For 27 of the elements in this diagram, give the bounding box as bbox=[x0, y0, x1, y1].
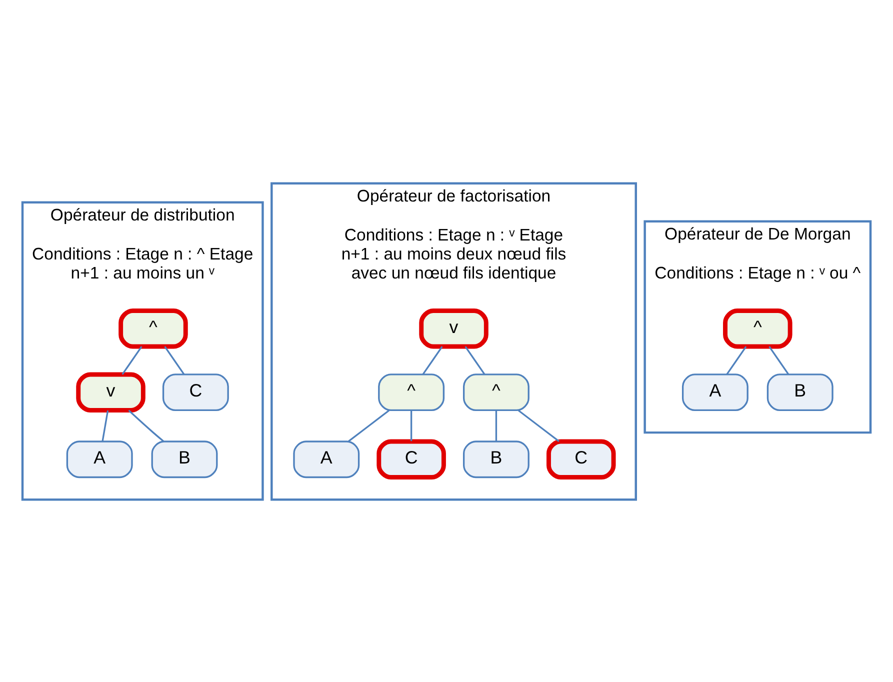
node-box: C bbox=[546, 438, 616, 479]
node-box: ^ bbox=[378, 373, 445, 411]
connector bbox=[122, 346, 142, 374]
node-box: ^ bbox=[118, 308, 188, 348]
connector bbox=[164, 346, 185, 374]
connector bbox=[518, 409, 560, 442]
node-box: C bbox=[162, 373, 229, 411]
connector bbox=[495, 410, 498, 441]
node-box: A bbox=[293, 440, 360, 478]
node-box: B bbox=[151, 440, 218, 478]
node-box: C bbox=[376, 438, 446, 479]
connector bbox=[464, 346, 486, 374]
node-box: B bbox=[766, 373, 834, 411]
node-box: A bbox=[66, 440, 133, 478]
node-box: ^ bbox=[723, 308, 792, 348]
connector bbox=[102, 410, 109, 441]
connector bbox=[726, 346, 747, 374]
connector bbox=[348, 409, 390, 442]
connector bbox=[128, 409, 164, 442]
node-box: v bbox=[419, 308, 488, 348]
connector bbox=[410, 410, 412, 441]
node-box: ^ bbox=[462, 373, 530, 411]
node-box: v bbox=[76, 372, 146, 412]
connector bbox=[768, 346, 790, 374]
node-box: B bbox=[462, 440, 530, 478]
node-box: A bbox=[682, 373, 748, 411]
connector bbox=[422, 346, 443, 374]
